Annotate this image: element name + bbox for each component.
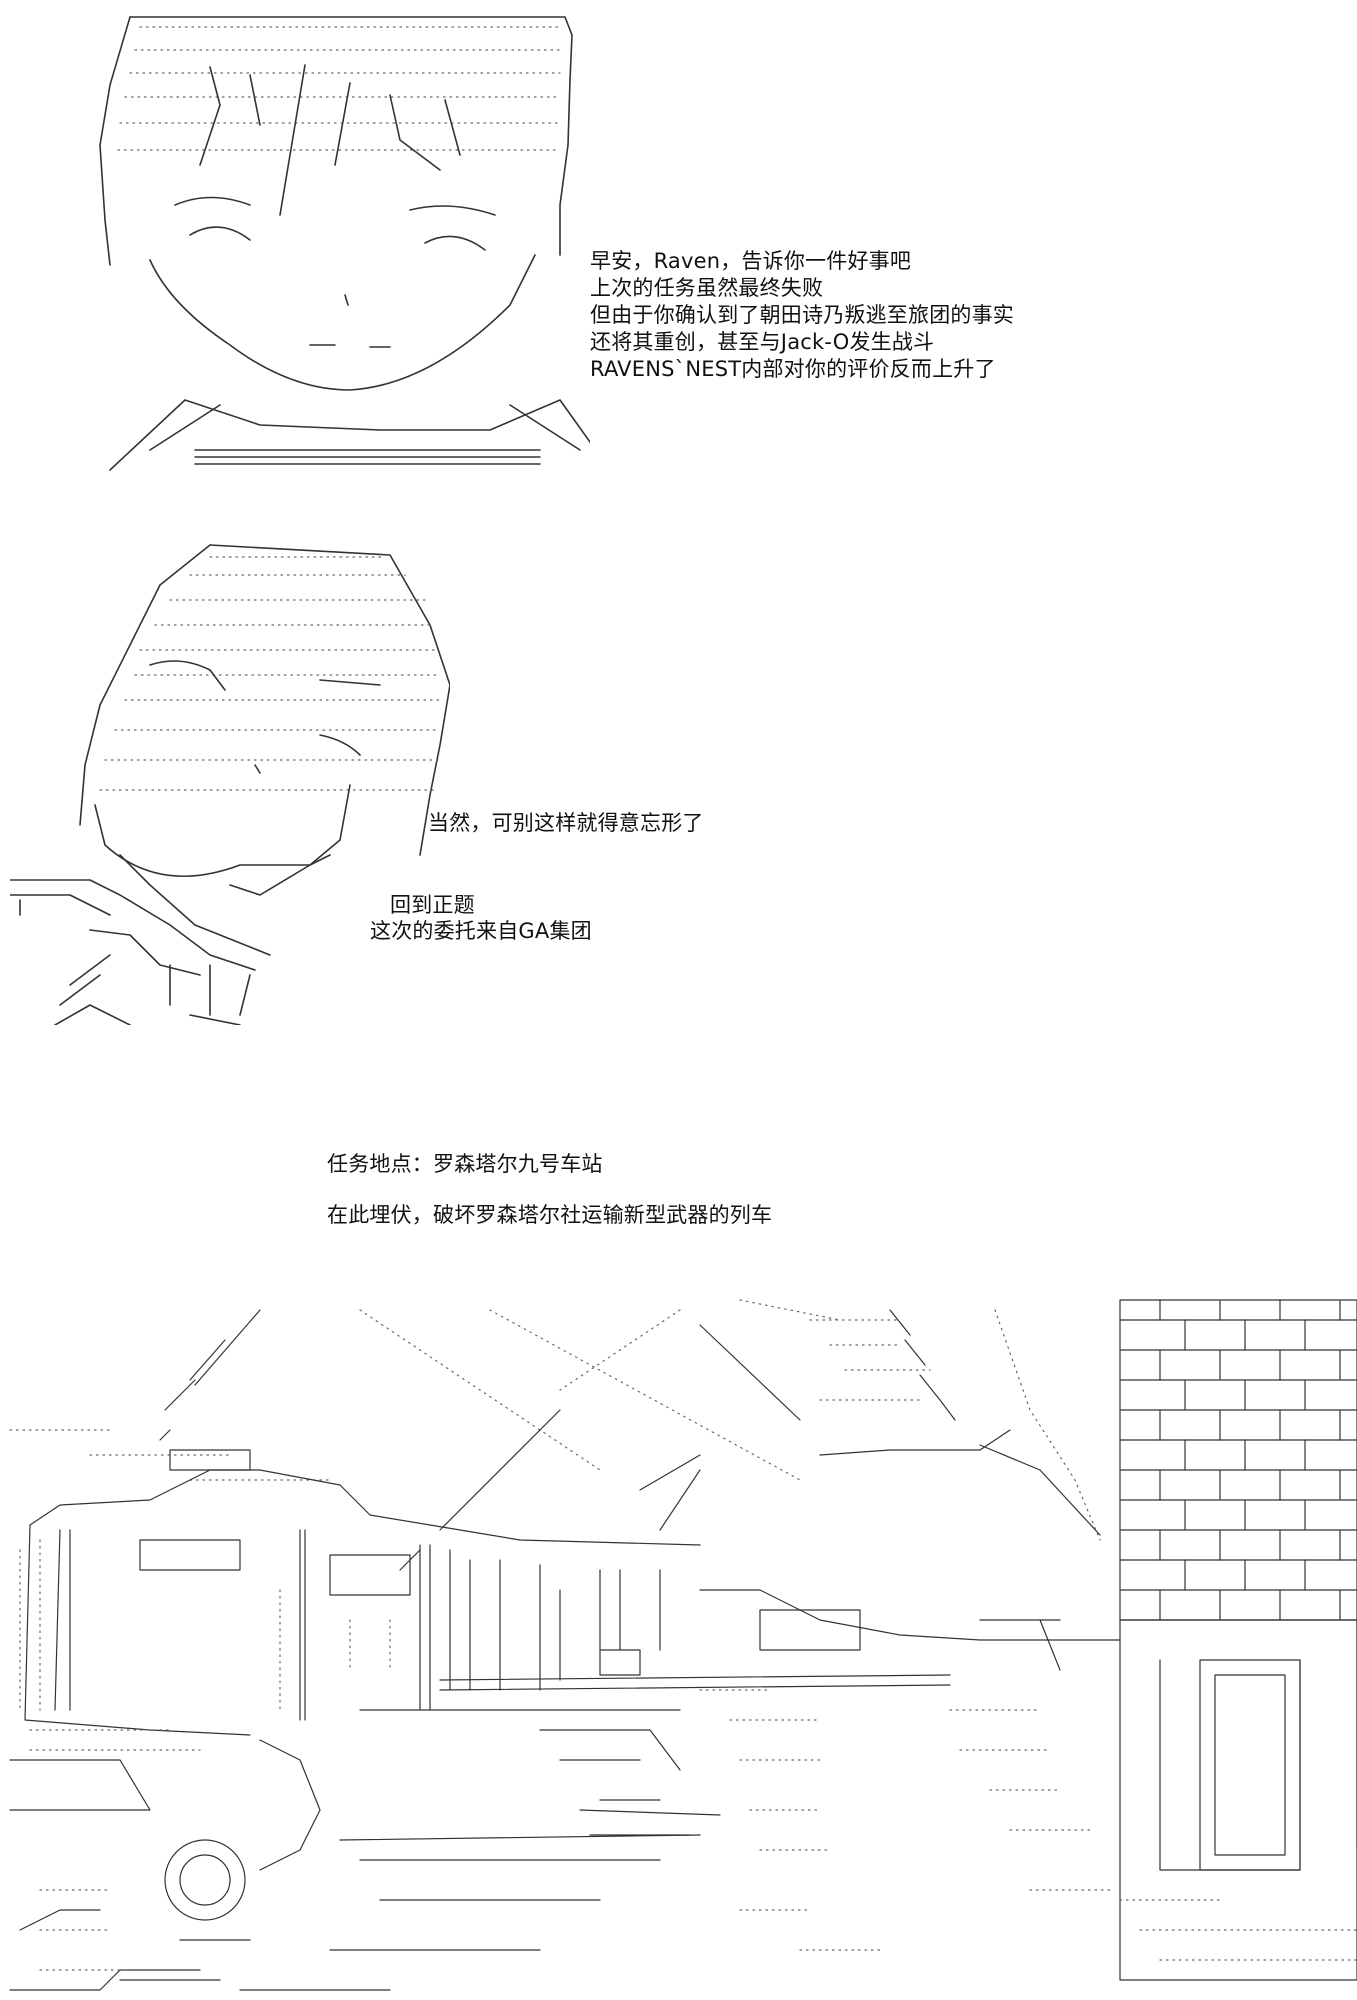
dialogue-line: 上次的任务虽然最终失败 <box>590 276 824 300</box>
character-portrait-1 <box>99 16 590 471</box>
mission-objective: 在此埋伏，破坏罗森塔尔社运输新型武器的列车 <box>327 1203 773 1227</box>
dialogue-line: 早安，Raven，告诉你一件好事吧 <box>590 249 912 273</box>
dialogue-block-1: 早安，Raven，告诉你一件好事吧 上次的任务虽然最终失败 但由于你确认到了朝田… <box>590 248 1014 383</box>
mission-location: 任务地点：罗森塔尔九号车站 <box>327 1152 603 1176</box>
character-portrait-2 <box>10 544 450 1025</box>
dialogue-line: 但由于你确认到了朝田诗乃叛逃至旅团的事实 <box>590 303 1014 327</box>
dialogue-line: RAVENS`NEST内部对你的评价反而上升了 <box>590 357 996 381</box>
train-station-scene <box>9 1299 1357 1991</box>
dialogue-line-2-2: 回到正题 <box>390 893 475 917</box>
dialogue-line: 还将其重创，甚至与Jack-O发生战斗 <box>590 330 935 354</box>
dialogue-line-2-1: 当然，可别这样就得意忘形了 <box>428 811 704 835</box>
dialogue-line-2-3: 这次的委托来自GA集团 <box>370 919 592 943</box>
